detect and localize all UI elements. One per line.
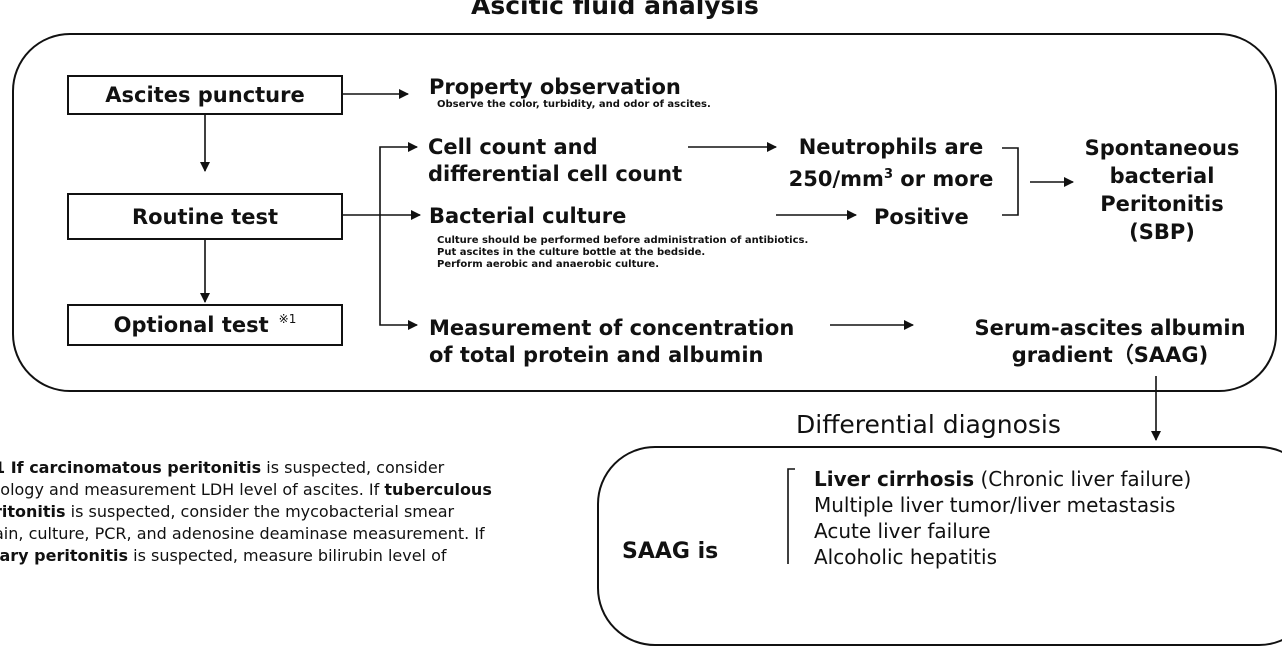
footnote-line3-bold: ritonitis bbox=[0, 502, 66, 521]
neutrophils-superscript: 3 bbox=[883, 167, 893, 182]
measurement-text: Measurement of concentration of total pr… bbox=[429, 315, 794, 369]
bacterial-culture-title: Bacterial culture bbox=[429, 204, 627, 228]
sbp-line1: Spontaneous bbox=[1084, 136, 1240, 160]
optional-test-label: Optional test bbox=[113, 313, 269, 337]
footnote-text: 1 If carcinomatous peritonitis is suspec… bbox=[0, 457, 554, 567]
saag-line2: gradient（SAAG) bbox=[1011, 343, 1209, 367]
optional-test-footnote-mark: ※1 bbox=[278, 312, 297, 326]
property-observation-title: Property observation bbox=[429, 75, 681, 99]
footnote-line5-post: is suspected, measure bilirubin level of bbox=[128, 546, 447, 565]
positive-label: Positive bbox=[874, 205, 969, 229]
measurement-line1: Measurement of concentration bbox=[429, 316, 795, 340]
footnote-line3-post: is suspected, consider the mycobacterial… bbox=[65, 502, 455, 521]
dx-item-2: Multiple liver tumor/liver metastasis bbox=[814, 493, 1176, 517]
connector-lines bbox=[200, 89, 1161, 564]
bacterial-note-1: Culture should be performed before admin… bbox=[437, 235, 809, 246]
neutrophils-line1: Neutrophils are bbox=[798, 135, 984, 159]
footnote-line2-bold: tuberculous bbox=[384, 480, 492, 499]
bacterial-note-2: Put ascites in the culture bottle at the… bbox=[437, 247, 706, 258]
cell-count-text: Cell count and differential cell count bbox=[428, 134, 682, 188]
dx-list: Liver cirrhosis (Chronic liver failure) … bbox=[814, 466, 1191, 570]
optional-test-box: Optional test ※1 bbox=[67, 304, 343, 346]
sbp-line2: bacterial bbox=[1109, 164, 1215, 188]
footnote-line5-bold: iary peritonitis bbox=[0, 546, 129, 565]
dx-item-4: Alcoholic hepatitis bbox=[814, 545, 997, 569]
ascites-puncture-box: Ascites puncture bbox=[67, 75, 343, 115]
analysis-panel bbox=[12, 33, 1277, 392]
footnote-line1-bold: carcinomatous peritonitis bbox=[29, 458, 262, 477]
neutrophils-text: Neutrophils are 250/mm3 or more bbox=[775, 134, 1007, 193]
dx-item-1-rest: (Chronic liver failure) bbox=[974, 467, 1192, 491]
footnote-line2-pre: tology and measurement LDH level of asci… bbox=[0, 480, 385, 499]
footnote-line4: ain, culture, PCR, and adenosine deamina… bbox=[0, 524, 485, 543]
bracket-dx-list bbox=[787, 468, 795, 564]
dx-item-3: Acute liver failure bbox=[814, 519, 991, 543]
routine-test-box: Routine test bbox=[67, 193, 343, 240]
neutrophils-suffix: or more bbox=[893, 167, 994, 191]
arrow-to-cell-count bbox=[379, 142, 418, 215]
footnote-line1-pre: 1 If bbox=[0, 458, 24, 477]
differential-diagnosis-title: Differential diagnosis bbox=[796, 410, 1061, 439]
bacterial-note-3: Perform aerobic and anaerobic culture. bbox=[437, 259, 660, 270]
sbp-line4: (SBP) bbox=[1129, 220, 1195, 244]
footnote-line1-post: is suspected, consider bbox=[261, 458, 445, 477]
cell-count-line2: differential cell count bbox=[428, 162, 683, 186]
bacterial-culture-notes: Culture should be performed before admin… bbox=[437, 235, 808, 271]
sbp-line3: Peritonitis bbox=[1100, 192, 1224, 216]
sbp-text: Spontaneous bacterial Peritonitis (SBP) bbox=[1072, 134, 1252, 246]
property-observation-note: Observe the color, turbidity, and odor o… bbox=[437, 99, 711, 110]
arrow-to-measurement bbox=[379, 215, 418, 330]
bracket-sbp bbox=[1002, 147, 1019, 216]
neutrophils-value: 250/mm bbox=[788, 167, 884, 191]
ascites-puncture-label: Ascites puncture bbox=[105, 83, 305, 107]
page-title: Ascitic fluid analysis bbox=[471, 0, 759, 20]
saag-line1: Serum-ascites albumin bbox=[974, 316, 1246, 340]
saag-is-label: SAAG is bbox=[622, 539, 719, 564]
measurement-line2: of total protein and albumin bbox=[429, 343, 764, 367]
dx-item-1-bold: Liver cirrhosis bbox=[814, 467, 975, 491]
cell-count-line1: Cell count and bbox=[428, 135, 598, 159]
routine-test-label: Routine test bbox=[131, 204, 279, 229]
saag-text: Serum-ascites albumin gradient（SAAG) bbox=[960, 315, 1260, 369]
